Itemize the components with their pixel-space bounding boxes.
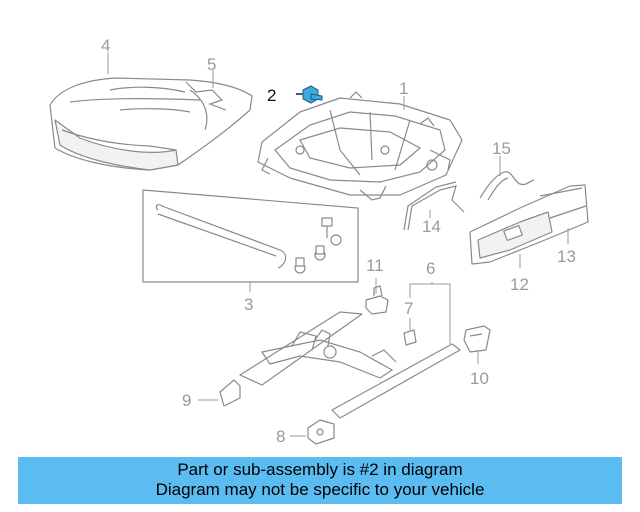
bracket-part-11[interactable] xyxy=(365,285,389,315)
callout-1: 1 xyxy=(399,79,409,98)
seat-rails-part[interactable] xyxy=(239,311,461,419)
seat-frame-part[interactable] xyxy=(257,91,463,201)
callout-8: 8 xyxy=(276,427,286,446)
wire-part-15[interactable] xyxy=(479,171,535,201)
bolt-part-highlighted[interactable] xyxy=(296,85,323,104)
bracket-part-9[interactable] xyxy=(219,379,241,407)
cable-part-14[interactable] xyxy=(403,181,465,231)
clip-part-7[interactable] xyxy=(403,329,417,346)
callout-9: 9 xyxy=(182,391,192,410)
banner-line-2: Diagram may not be specific to your vehi… xyxy=(155,480,485,499)
cover-part-8[interactable] xyxy=(307,419,335,445)
callout-3: 3 xyxy=(244,295,254,314)
info-banner: Part or sub-assembly is #2 in diagram Di… xyxy=(18,457,622,504)
seat-cushion-part[interactable] xyxy=(49,77,253,171)
callout-11: 11 xyxy=(366,256,384,275)
callout-5: 5 xyxy=(207,55,217,74)
callout-13: 13 xyxy=(557,247,576,266)
leader-lines xyxy=(107,52,569,437)
callout-14: 14 xyxy=(422,217,441,236)
callout-6: 6 xyxy=(426,259,436,278)
callout-15: 15 xyxy=(492,139,511,158)
diagram-art xyxy=(49,52,589,445)
bracket-part-10[interactable] xyxy=(463,325,491,353)
banner-line-1: Part or sub-assembly is #2 in diagram xyxy=(177,460,463,479)
side-trim-part[interactable] xyxy=(469,184,589,265)
callout-10: 10 xyxy=(470,369,489,388)
callout-12: 12 xyxy=(510,275,529,294)
callout-4: 4 xyxy=(101,36,111,55)
callout-7: 7 xyxy=(404,299,414,318)
hardware-kit-part[interactable] xyxy=(142,189,359,283)
callout-2: 2 xyxy=(267,86,277,105)
parts-diagram: 4 5 1 2 15 14 13 11 6 12 3 7 10 9 8 xyxy=(49,36,589,446)
